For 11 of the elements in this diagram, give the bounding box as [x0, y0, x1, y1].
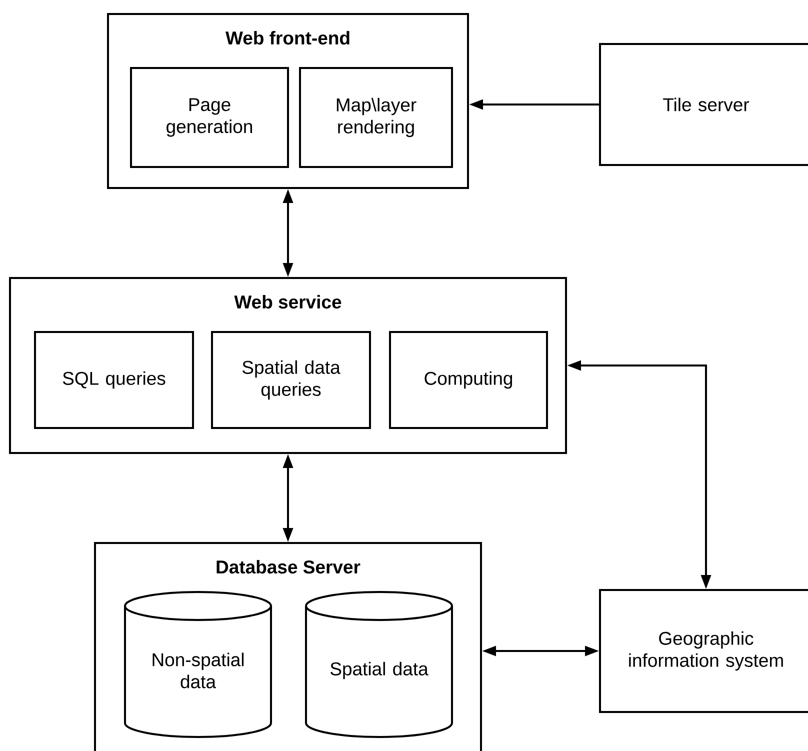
- node-label: Non-spatial data: [152, 652, 244, 688]
- process-box: Geographic information system: [599, 589, 808, 713]
- process-box: Spatial data queries: [211, 331, 371, 429]
- process-box: Map\layer rendering: [299, 67, 453, 168]
- process-box: Tile server: [599, 43, 808, 166]
- node-label: Spatial data: [330, 662, 428, 680]
- process-box: Computing: [389, 331, 548, 429]
- database-cylinder: Spatial data: [305, 591, 453, 738]
- process-box: Page generation: [130, 67, 289, 168]
- process-box: SQL queries: [34, 331, 194, 429]
- database-cylinder: Non-spatial data: [124, 591, 272, 738]
